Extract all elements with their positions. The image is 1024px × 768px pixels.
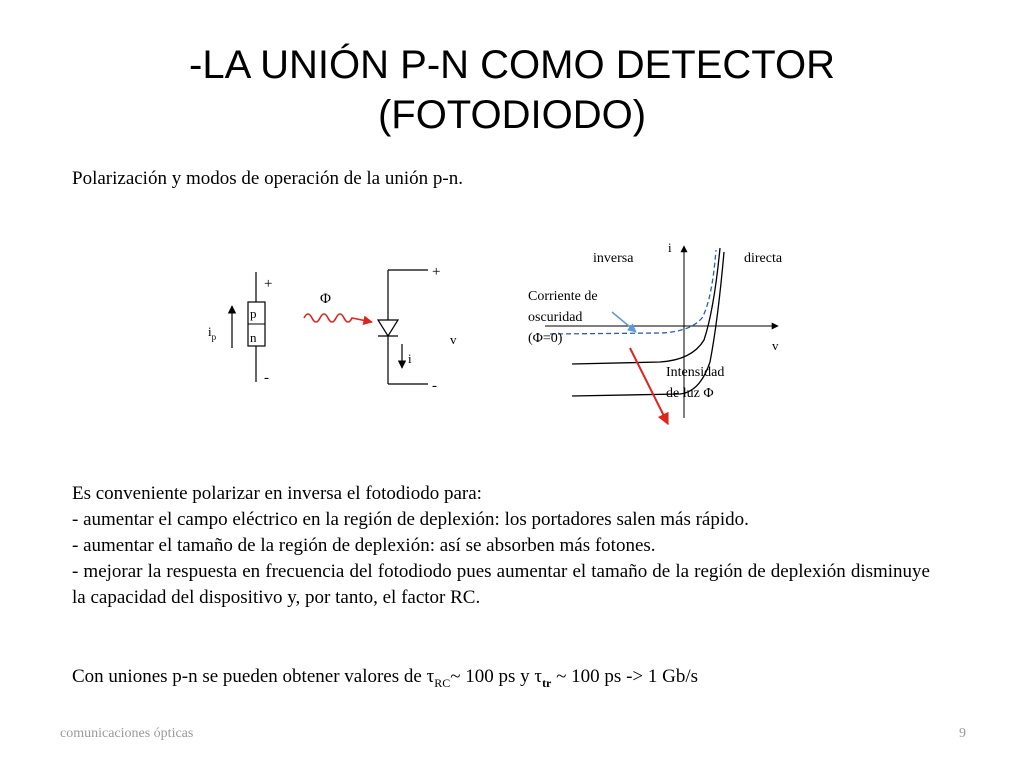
v-axis-label: v: [772, 338, 779, 353]
plus-label: +: [264, 276, 272, 292]
plus-label-2: +: [432, 264, 440, 280]
minus-label-2: -: [432, 378, 437, 394]
body-text: Es conveniente polarizar en inversa el f…: [72, 481, 930, 611]
body-bullet-2: - aumentar el tamaño de la región de dep…: [72, 535, 656, 556]
dark-current-line-1: Corriente de: [528, 289, 598, 304]
slide-title: -LA UNIÓN P-N COMO DETECTOR (FOTODIODO): [0, 40, 1024, 140]
phi-label: Φ: [320, 291, 331, 307]
body-bullet-1: - aumentar el campo eléctrico en la regi…: [72, 509, 749, 530]
photon-arrow: [303, 313, 373, 326]
footer-course: comunicaciones ópticas: [60, 726, 194, 741]
minus-label: -: [264, 370, 269, 386]
final-statement: Con uniones p-n se pueden obtener valore…: [72, 666, 699, 690]
intensity-line-1: Intensidad: [666, 365, 724, 380]
dark-current-line-2: oscuridad: [528, 310, 582, 325]
v-label: v: [450, 332, 457, 347]
inversa-label: inversa: [593, 251, 634, 266]
dark-current-pointer: [611, 311, 637, 333]
body-intro: Es conveniente polarizar en inversa el f…: [72, 483, 482, 504]
title-line-2: (FOTODIODO): [377, 93, 647, 137]
dark-current-line-3: (Φ=0): [528, 331, 563, 346]
p-label: p: [250, 306, 257, 321]
intensity-arrow: [629, 347, 669, 426]
iv-graph: i v inversa directa Corriente de oscurid…: [528, 240, 783, 426]
light-curve-2: [571, 251, 725, 397]
dark-current-curve: [549, 249, 717, 335]
i-label: i: [408, 351, 412, 366]
intensity-line-2: de luz Φ: [666, 386, 714, 401]
i-axis-label: i: [668, 240, 672, 255]
diode-triangle: [376, 319, 400, 338]
subtitle: Polarización y modos de operación de la …: [72, 168, 463, 189]
title-line-1: -LA UNIÓN P-N COMO DETECTOR: [189, 43, 835, 87]
n-label: n: [250, 330, 257, 345]
current-label: ip: [208, 324, 217, 342]
body-bullet-3: - mejorar la respuesta en frecuencia del…: [72, 561, 930, 608]
pn-junction-circuit: p n + - ip: [208, 272, 272, 386]
light-curve-1: [571, 247, 721, 365]
photodiode-circuit: + - v i Φ: [303, 264, 457, 394]
footer-page-number: 9: [959, 726, 966, 741]
directa-label: directa: [744, 251, 783, 266]
